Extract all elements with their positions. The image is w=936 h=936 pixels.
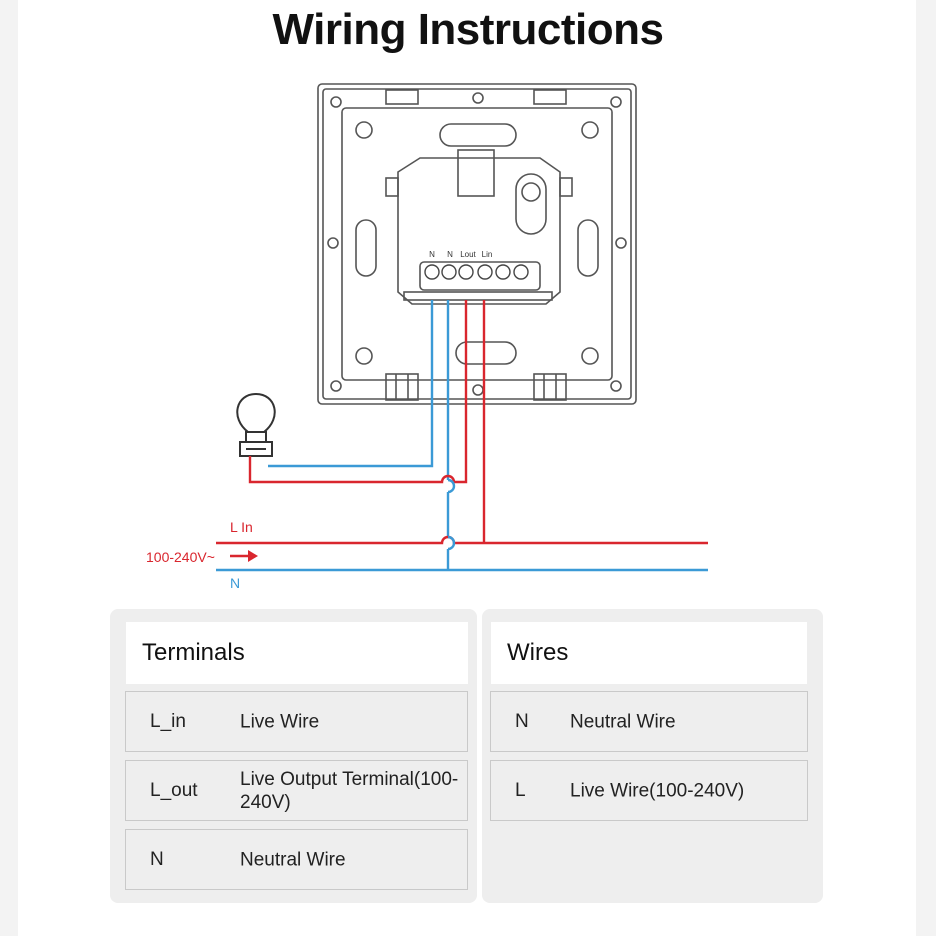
page-title: Wiring Instructions bbox=[272, 5, 665, 54]
arrow-right-icon bbox=[230, 550, 258, 562]
line-label-n: N bbox=[230, 575, 240, 591]
live-wires bbox=[216, 300, 708, 545]
terminal-label-lout: Lout bbox=[460, 250, 476, 259]
light-bulb-icon bbox=[236, 392, 276, 457]
line-label-l-in: L In bbox=[230, 519, 253, 535]
terminal-row: L_out Live Output Terminal(100-240V) bbox=[125, 760, 468, 821]
wiring-diagram: N N Lout Lin L In 100-240V~ N bbox=[146, 83, 708, 591]
wire-code: L bbox=[515, 779, 526, 801]
terminal-label-n1: N bbox=[429, 250, 435, 259]
terminal-code: L_out bbox=[150, 779, 198, 801]
wire-row: N Neutral Wire bbox=[490, 691, 808, 752]
wires-heading: Wires bbox=[491, 622, 807, 684]
wire-row: L Live Wire(100-240V) bbox=[490, 760, 808, 821]
terminals-heading: Terminals bbox=[126, 622, 468, 684]
terminal-row: N Neutral Wire bbox=[125, 829, 468, 890]
terminal-label-lin: Lin bbox=[482, 250, 493, 259]
wire-code: N bbox=[515, 710, 529, 732]
neutral-wires bbox=[216, 300, 708, 572]
terminal-code: L_in bbox=[150, 710, 186, 732]
switch-plate bbox=[317, 83, 637, 405]
terminal-block bbox=[424, 264, 529, 280]
wire-desc: Neutral Wire bbox=[570, 711, 676, 732]
terminal-row: L_in Live Wire bbox=[125, 691, 468, 752]
terminal-desc: Live Wire bbox=[240, 711, 320, 732]
terminal-code: N bbox=[150, 848, 164, 870]
terminal-label-n2: N bbox=[447, 250, 453, 259]
terminal-desc: Neutral Wire bbox=[240, 849, 346, 870]
terminal-desc: Live Output Terminal(100-240V) bbox=[240, 768, 459, 813]
voltage-label: 100-240V~ bbox=[146, 549, 215, 565]
wire-desc: Live Wire(100-240V) bbox=[570, 780, 745, 801]
